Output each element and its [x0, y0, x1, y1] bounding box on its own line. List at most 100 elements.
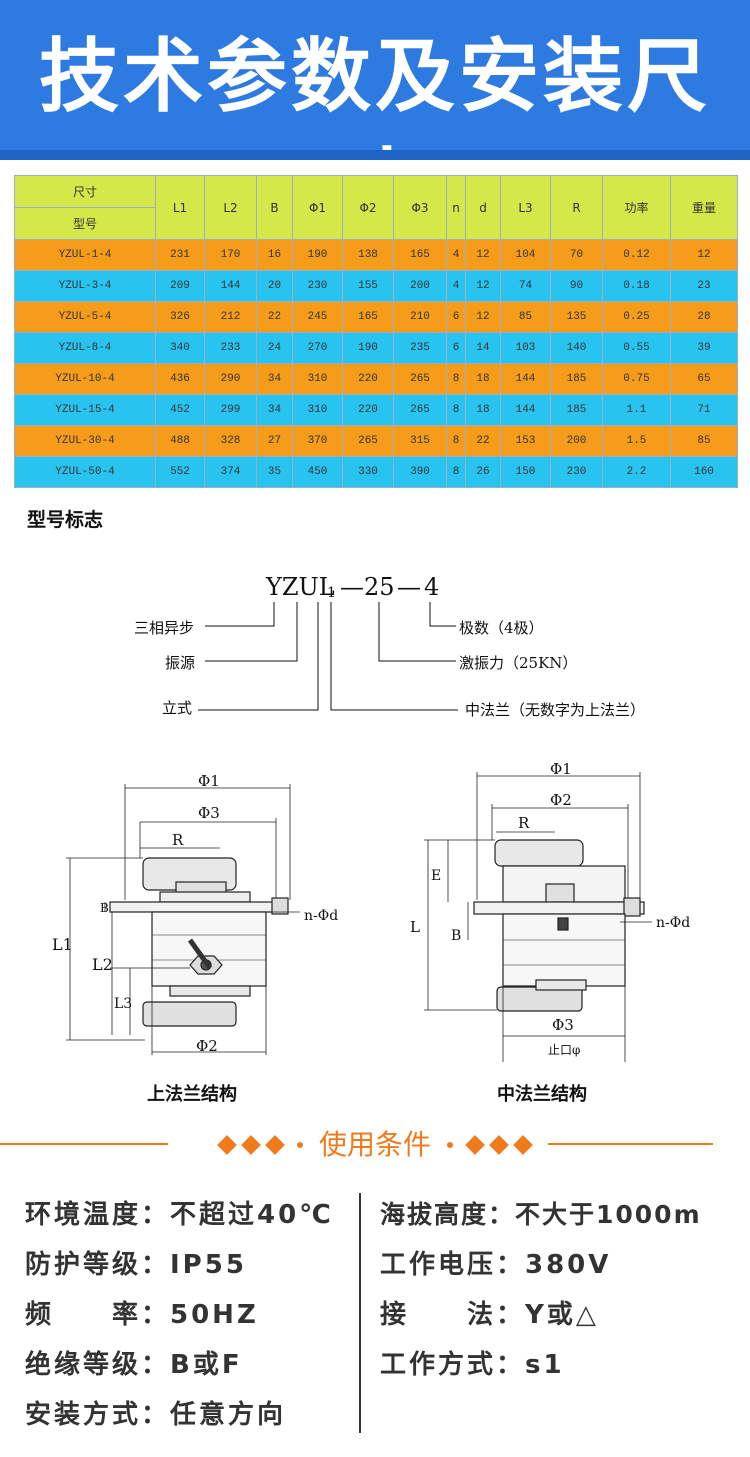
value-cell: 4	[446, 239, 466, 271]
header-cell: L3	[500, 175, 551, 240]
value-cell: 328	[204, 425, 257, 457]
left-nd: n-Φd	[304, 908, 338, 924]
dot-icon	[296, 1142, 303, 1148]
value-cell: 27	[256, 425, 293, 457]
diamond-icon	[217, 1135, 237, 1155]
value-cell: 165	[393, 239, 447, 271]
value-cell: 65	[670, 363, 738, 395]
conditions-header: 使用条件	[0, 1124, 750, 1165]
model-cell: YZUL-8-4	[14, 332, 156, 364]
banner-underline	[0, 150, 750, 160]
label-vibration-source: 振源	[165, 654, 195, 672]
left-caption: 上法兰结构	[147, 1083, 237, 1105]
model-cell: YZUL-50-4	[14, 456, 156, 488]
model-section-title: 型号标志	[27, 509, 104, 531]
value-cell: 150	[500, 456, 551, 488]
label-three-phase: 三相异步	[134, 619, 194, 637]
label-exciting-force: 激振力（25KN）	[459, 654, 577, 672]
value-cell: 144	[500, 363, 551, 395]
table-header-row: 尺寸 L1 L2 B Φ1 Φ2 Φ3 n d L3 R 功率 重量	[14, 175, 738, 240]
right-phi3: Φ3	[552, 1016, 574, 1034]
value-cell: 90	[550, 270, 603, 302]
value-cell: 18	[465, 363, 501, 395]
value-cell: 450	[292, 456, 343, 488]
right-r: R	[518, 814, 530, 832]
value-cell: 144	[204, 270, 257, 302]
value-cell: 0.55	[602, 332, 671, 364]
value-cell: 1.5	[602, 425, 671, 457]
header-cell: d	[465, 175, 501, 240]
header-cell: 功率	[602, 175, 671, 240]
left-l1: L1	[52, 935, 73, 954]
model-code-poles: 4	[424, 573, 439, 601]
value-cell: 160	[670, 456, 738, 488]
value-cell: 185	[550, 363, 603, 395]
value-cell: 8	[446, 425, 466, 457]
model-code-sub: 1	[327, 585, 336, 601]
value-cell: 34	[256, 363, 293, 395]
value-cell: 24	[256, 332, 293, 364]
left-r: R	[172, 831, 184, 849]
value-cell: 74	[500, 270, 551, 302]
diamond-icon	[241, 1135, 261, 1155]
value-cell: 28	[670, 301, 738, 333]
header-size-cell: 尺寸	[14, 175, 156, 208]
model-and-installation-diagram: YZUL 1 — 25 — 4 三相异步 振源 立式 极数（4极） 激振力（25…	[52, 573, 690, 1105]
value-cell: 170	[204, 239, 257, 271]
value-cell: 185	[550, 394, 603, 426]
value-cell: 488	[155, 425, 205, 457]
value-cell: 8	[446, 363, 466, 395]
value-cell: 20	[256, 270, 293, 302]
value-cell: 310	[292, 394, 343, 426]
label-vertical: 立式	[162, 699, 192, 717]
right-nd: n-Φd	[656, 915, 690, 931]
value-cell: 85	[670, 425, 738, 457]
value-cell: 153	[500, 425, 551, 457]
model-cell: YZUL-15-4	[14, 394, 156, 426]
left-phi1: Φ1	[198, 772, 220, 790]
value-cell: 0.12	[602, 239, 671, 271]
header-cell: Φ1	[292, 175, 343, 240]
value-cell: 12	[465, 239, 501, 271]
value-cell: 0.25	[602, 301, 671, 333]
left-phi2: Φ2	[196, 1037, 218, 1055]
value-cell: 35	[256, 456, 293, 488]
value-cell: 138	[342, 239, 394, 271]
value-cell: 370	[292, 425, 343, 457]
value-cell: 200	[393, 270, 447, 302]
value-cell: 8	[446, 394, 466, 426]
value-cell: 220	[342, 363, 394, 395]
value-cell: 103	[500, 332, 551, 364]
value-cell: 140	[550, 332, 603, 364]
spec-table-wrapper: 尺寸 L1 L2 B Φ1 Φ2 Φ3 n d L3 R 功率 重量 型号 YZ…	[14, 175, 738, 489]
value-cell: 326	[155, 301, 205, 333]
diamond-icon	[465, 1135, 485, 1155]
value-cell: 265	[342, 425, 394, 457]
condition-item: 海拔高度：不大于1000m	[380, 1200, 702, 1229]
table-header-row-2: 型号	[14, 207, 738, 240]
value-cell: 330	[342, 456, 394, 488]
condition-item: 工作方式：s1	[380, 1350, 565, 1380]
model-cell: YZUL-30-4	[14, 425, 156, 457]
model-code-dash-2: —	[397, 573, 421, 601]
value-cell: 18	[465, 394, 501, 426]
condition-item: 防护等级：IP55	[25, 1250, 247, 1280]
header-cell: L1	[155, 175, 205, 240]
value-cell: 2.2	[602, 456, 671, 488]
condition-item: 频 率：50HZ	[25, 1300, 259, 1330]
value-cell: 12	[465, 301, 501, 333]
value-cell: 135	[550, 301, 603, 333]
value-cell: 71	[670, 394, 738, 426]
header-model-cell: 型号	[14, 207, 156, 240]
header-cell: L2	[204, 175, 257, 240]
model-cell: YZUL-5-4	[14, 301, 156, 333]
value-cell: 34	[256, 394, 293, 426]
value-cell: 390	[393, 456, 447, 488]
right-stop: 止口φ	[548, 1043, 580, 1057]
right-caption: 中法兰结构	[497, 1083, 587, 1105]
